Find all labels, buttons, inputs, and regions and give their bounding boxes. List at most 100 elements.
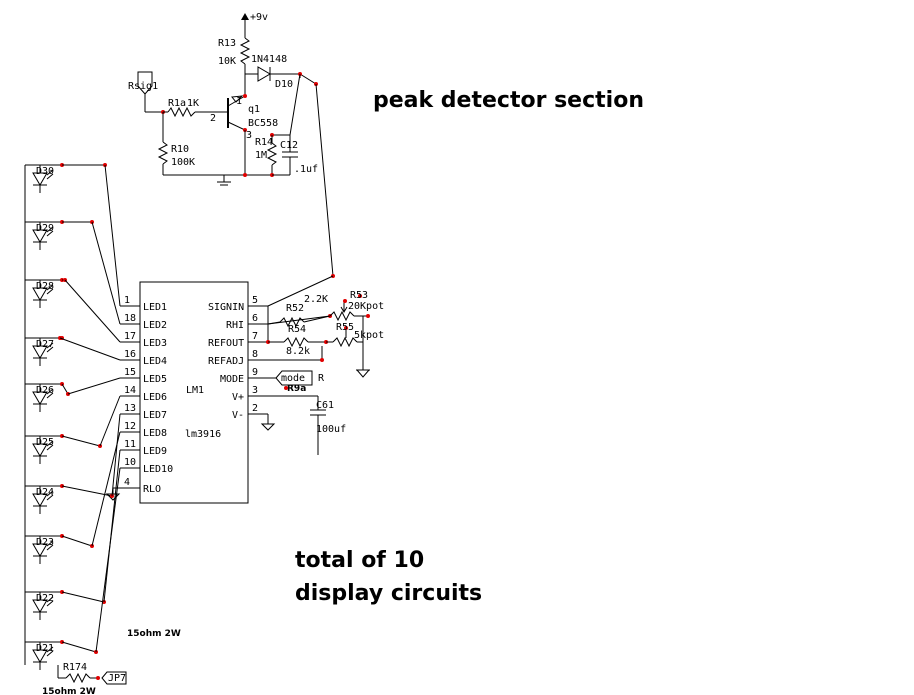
led-d22: D22 [25, 449, 121, 620]
led-label: D28 [36, 281, 54, 292]
led-label: D26 [36, 385, 54, 396]
mode-r-value: R9a [287, 384, 306, 394]
led-label: D24 [36, 487, 54, 498]
chip-pin-number: 15 [124, 367, 136, 378]
led-label: D30 [36, 166, 54, 177]
r54-value: 8.2k [286, 346, 310, 357]
chip-pin-number: 5 [252, 295, 258, 306]
r55-name: R55 [336, 322, 354, 333]
led-d24: D24 [25, 413, 121, 514]
total-heading-line1: total of 10 [295, 548, 424, 573]
output-resistor: R174 JP7 15ohm 2W [42, 662, 127, 695]
chip-pin-number: 7 [252, 331, 258, 342]
r10-name: R10 [171, 144, 189, 155]
c61-value: 100uf [316, 424, 346, 435]
resistor-note: 15ohm 2W [127, 629, 181, 639]
chip-pin-number: 3 [252, 385, 258, 396]
r55-value: 5kpot [354, 330, 384, 341]
chip-pin-name: LED8 [143, 428, 167, 439]
led-d26: D26 [25, 377, 121, 412]
total-heading-line2: display circuits [295, 581, 482, 606]
diode-1n4148-label: 1N4148 [251, 54, 287, 65]
peak-heading: peak detector section [373, 88, 644, 113]
c61-name: C61 [316, 400, 334, 411]
chip-pin-number: 17 [124, 331, 136, 342]
led-label: D29 [36, 223, 54, 234]
chip-pin-number: 4 [124, 477, 130, 488]
r14-name: R14 [255, 137, 273, 148]
chip-pin-name: LED2 [143, 320, 167, 331]
r52-name: R52 [286, 303, 304, 314]
r174-label: R174 [63, 662, 87, 673]
chip-pin-name: LED4 [143, 356, 167, 367]
chip-pin-name: MODE [220, 374, 244, 385]
chip-pin-number: 12 [124, 421, 136, 432]
led-label: D22 [36, 593, 54, 604]
chip-pin-name: RLO [143, 484, 161, 495]
r52-value: 2.2K [304, 294, 328, 305]
reference-network: R53 20Kpot 2.2K R52 R54 8.2k R55 5kpot [248, 290, 384, 455]
chip-pin-number: 8 [252, 349, 258, 360]
r10-value: 100K [171, 157, 195, 168]
q-pin1: 1 [236, 96, 242, 107]
led-d21: D21 [25, 467, 121, 670]
supply-label: +9v [250, 12, 268, 23]
led-label: D27 [36, 339, 54, 350]
resistor-note-2: 15ohm 2W [42, 687, 96, 695]
led-d30: D30 [25, 163, 121, 307]
chip-pin-number: 13 [124, 403, 136, 414]
chip-pin-name: LED5 [143, 374, 167, 385]
mode-label: mode [281, 373, 305, 384]
led-d27: D27 [25, 336, 121, 366]
led-d23: D23 [25, 431, 121, 564]
chip-pin-name: LED3 [143, 338, 167, 349]
chip-pin-name: REFOUT [208, 338, 244, 349]
chip-pin-number: 16 [124, 349, 136, 360]
c12-name: C12 [280, 140, 298, 151]
chip-pin-number: 1 [124, 295, 130, 306]
chip-pin-number: 11 [124, 439, 136, 450]
chip-pin-number: 2 [252, 403, 258, 414]
r13-name: R13 [218, 38, 236, 49]
chip-pin-name: LED7 [143, 410, 167, 421]
q-pin3: 3 [246, 130, 252, 141]
led-d29: D29 [25, 220, 121, 325]
r53-name: R53 [350, 290, 368, 301]
chip-pin-number: 10 [124, 457, 136, 468]
r1a-name: R1a [168, 98, 186, 109]
chip-pin-name: V+ [232, 392, 244, 403]
peak-detector: +9v R13 10K 1N4148 D10 Rsig1 R1a 1K 2 [128, 12, 335, 307]
chip-pin-name: V- [232, 410, 244, 421]
r14-value: 1M [255, 150, 267, 161]
chip-pin-number: 6 [252, 313, 258, 324]
led-label: D23 [36, 537, 54, 548]
q1-label: q1 [248, 104, 260, 115]
jp7-label: JP7 [108, 673, 126, 684]
chip-pin-number: 18 [124, 313, 136, 324]
chip-ref: LM1 [186, 385, 204, 396]
chip-pin-number: 9 [252, 367, 258, 378]
mode-r: R [318, 373, 325, 384]
chip-part: lm3916 [185, 429, 221, 440]
chip-pin-name: LED6 [143, 392, 167, 403]
led-label: D21 [36, 643, 54, 654]
chip-pin-name: RHI [226, 320, 244, 331]
chip-pin-number: 14 [124, 385, 136, 396]
chip-pin-name: REFADJ [208, 356, 244, 367]
q-pin2: 2 [210, 113, 216, 124]
c12-value: .1uf [294, 164, 318, 175]
led-d25: D25 [25, 395, 121, 464]
q1-part: BC558 [248, 118, 278, 129]
chip-pin-name: SIGNIN [208, 302, 244, 313]
led-label: D25 [36, 437, 54, 448]
chip-pin-name: LED1 [143, 302, 167, 313]
chip-pin-name: LED9 [143, 446, 167, 457]
r54-name: R54 [288, 324, 306, 335]
d10-label: D10 [275, 79, 293, 90]
r13-value: 10K [218, 56, 236, 67]
